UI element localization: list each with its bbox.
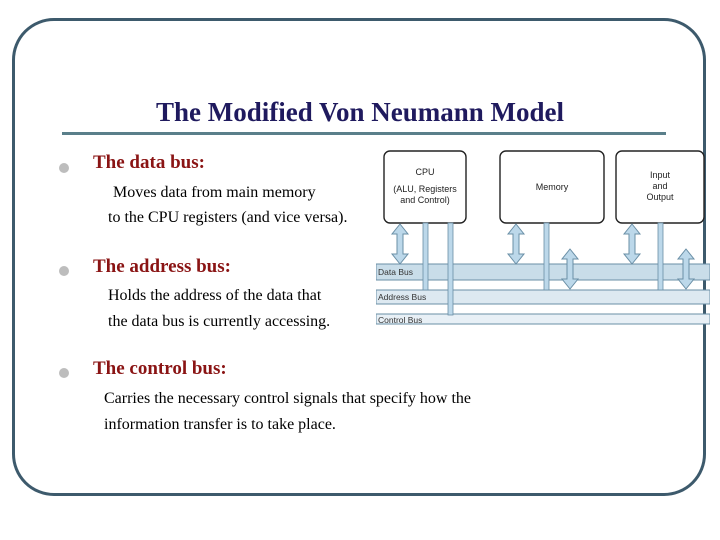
control-bus-heading: The control bus: [93,358,227,379]
cpu-data-arrow-icon [391,223,409,265]
io-box-line-2: and [652,181,667,191]
io-data-arrow-icon [623,223,641,265]
cpu-control-line [447,222,454,316]
title-divider [62,132,666,135]
cpu-address-line [422,222,429,291]
cpu-box-subtitle-1: (ALU, Registers [393,184,457,194]
address-bus-heading: The address bus: [93,256,231,277]
data-bus-band [376,263,710,281]
address-bus-band [376,289,710,305]
memory-box-title: Memory [536,182,569,192]
von-neumann-bus-diagram: CPU (ALU, Registers and Control) Memory … [376,148,710,332]
data-bus-line-2: to the CPU registers (and vice versa). [108,209,348,226]
slide-frame [12,18,706,496]
memory-data-arrow-icon [507,223,525,265]
io-box-line-3: Output [646,192,674,202]
address-bus-label: Address Bus [378,292,426,302]
bullet-dot-icon [59,266,69,276]
memory-address-line [543,222,550,291]
io-box-line-1: Input [650,170,671,180]
address-bus-line-2: the data bus is currently accessing. [108,313,331,330]
cpu-box-subtitle-2: and Control) [400,195,450,205]
bullet-dot-icon [59,368,69,378]
slide-title: The Modified Von Neumann Model [155,97,565,127]
data-bus-line-1: Moves data from main memory [113,184,316,201]
bullet-dot-icon [59,163,69,173]
control-bus-line-2: information transfer is to take place. [104,416,336,433]
control-bus-line-1: Carries the necessary control signals th… [104,390,471,407]
memory-box [499,150,605,224]
address-bus-line-1: Holds the address of the data that [108,287,322,304]
control-bus-band [376,313,710,325]
data-bus-label: Data Bus [378,267,413,277]
cpu-box-title: CPU [415,167,434,177]
control-bus-label: Control Bus [378,315,422,325]
io-address-line [657,222,664,291]
data-bus-heading: The data bus: [93,152,205,173]
